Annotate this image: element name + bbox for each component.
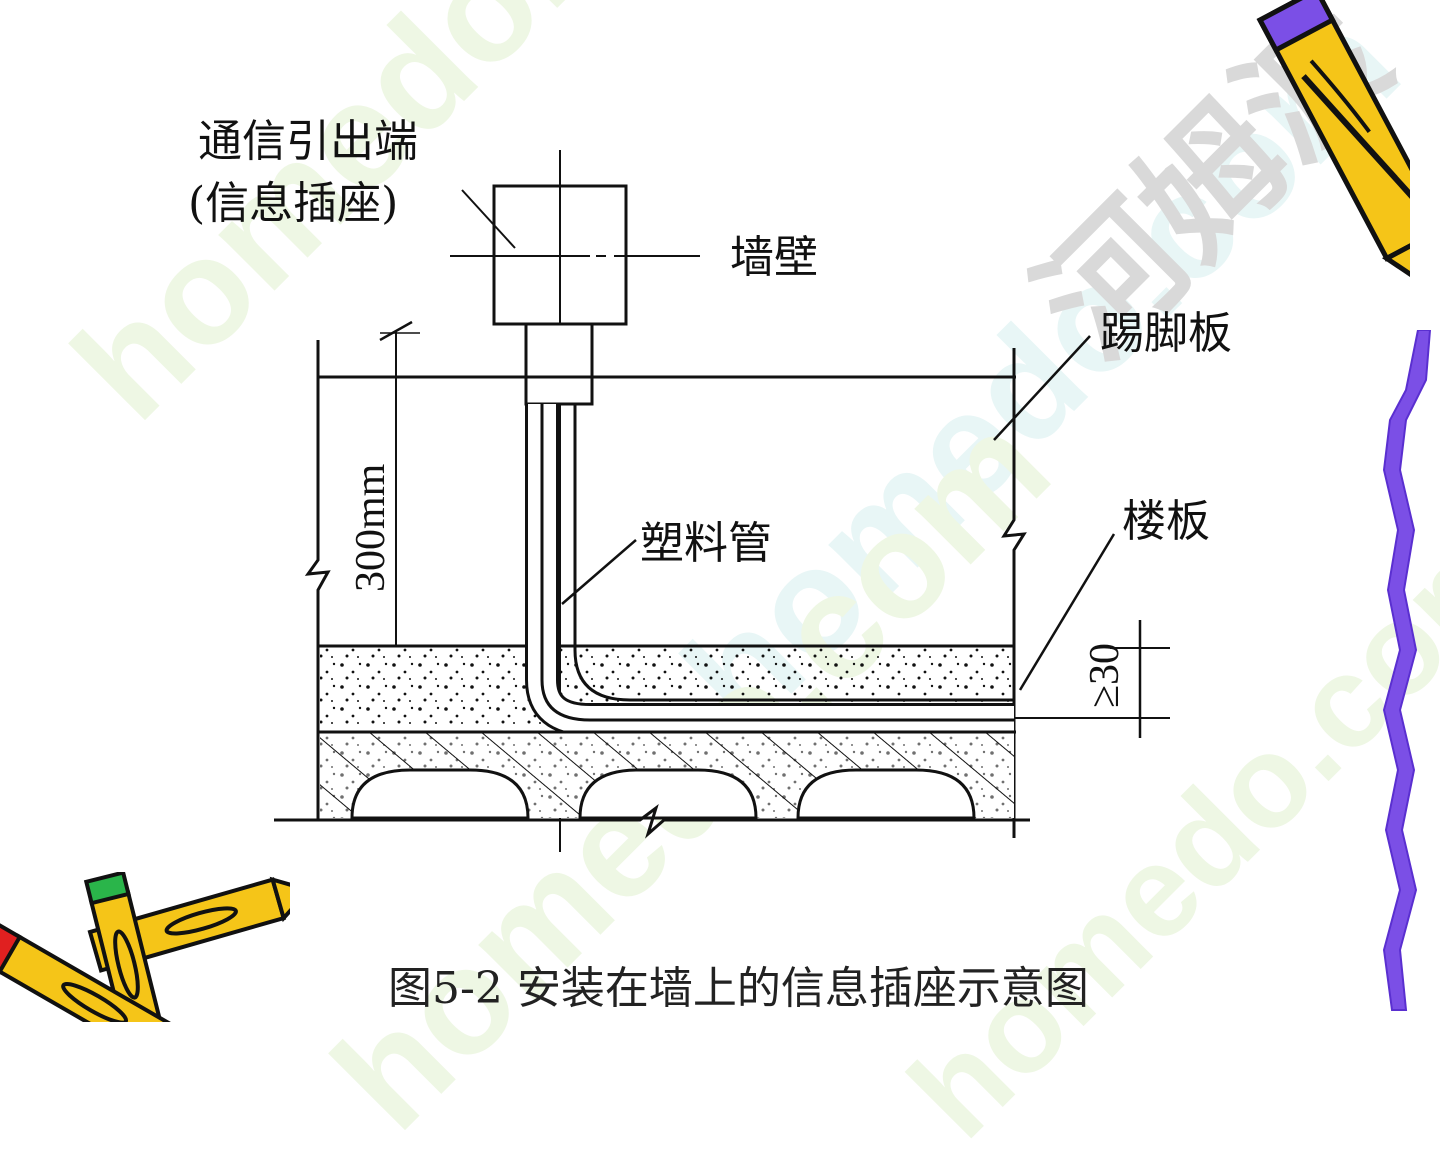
wall-outlet-diagram xyxy=(274,150,1170,852)
wall-label: 墙壁 xyxy=(730,232,818,283)
depth-dimension-label: ≥30 xyxy=(1082,642,1128,708)
crossed-pencils-icon xyxy=(0,872,290,1022)
floor-label: 楼板 xyxy=(1122,496,1210,547)
height-dimension-label: 300mm xyxy=(348,463,394,592)
figure-caption: 图5-2 安装在墙上的信息插座示意图 xyxy=(388,963,1089,1014)
outlet-label-line1: 通信引出端 xyxy=(198,116,418,167)
pencil-icon xyxy=(1256,0,1410,302)
pipe-label: 塑料管 xyxy=(640,518,772,569)
outlet-label-line2: (信息插座) xyxy=(188,178,399,229)
purple-wave-decoration xyxy=(1382,330,1432,1011)
skirting-label: 踢脚板 xyxy=(1100,308,1232,359)
